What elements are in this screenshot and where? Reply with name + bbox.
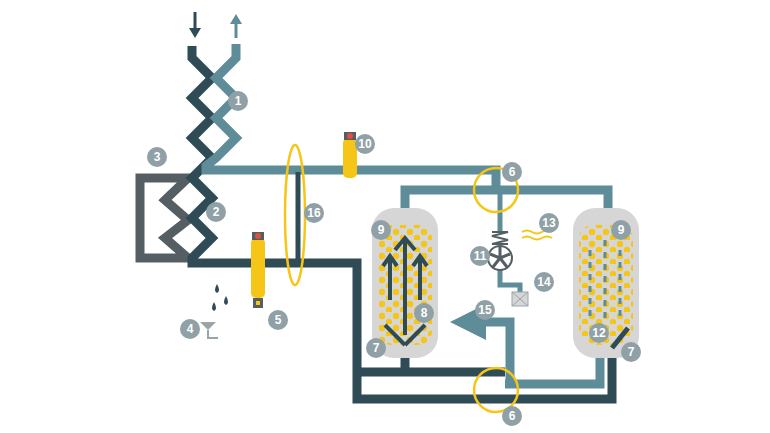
callout-number: 2 <box>206 202 226 222</box>
callout-circle <box>589 323 609 343</box>
callout-circle <box>414 303 434 323</box>
callout-circle <box>611 220 631 240</box>
callout-circle <box>470 246 490 266</box>
callout-circle <box>371 220 391 240</box>
callout-number: 15 <box>475 300 495 320</box>
callout-number: 13 <box>539 213 559 233</box>
callout-circle <box>366 338 386 358</box>
callout-circle <box>502 406 522 426</box>
callout-number: 3 <box>147 147 167 167</box>
callout-number: 4 <box>180 319 200 339</box>
callout-circle <box>304 203 324 223</box>
callout-number: 9 <box>371 220 391 240</box>
callout-circle <box>268 310 288 330</box>
callout-number: 12 <box>589 323 609 343</box>
callout-number: 1 <box>228 91 248 111</box>
callout-circle <box>539 213 559 233</box>
callout-number: 8 <box>414 303 434 323</box>
callout-number: 7 <box>366 338 386 358</box>
callout-circle <box>206 202 226 222</box>
callout-number: 16 <box>304 203 324 223</box>
callout-circle <box>228 91 248 111</box>
callout-circle <box>621 342 641 362</box>
callout-number: 6 <box>502 406 522 426</box>
callout-circle <box>147 147 167 167</box>
callout-number: 10 <box>355 134 375 154</box>
callout-number: 6 <box>502 162 522 182</box>
callout-circle <box>355 134 375 154</box>
callout-number: 11 <box>470 246 490 266</box>
callout-number: 5 <box>268 310 288 330</box>
callout-number: 9 <box>611 220 631 240</box>
callout-circle <box>180 319 200 339</box>
callout-circle <box>534 272 554 292</box>
callout-circle <box>475 300 495 320</box>
callout-number: 7 <box>621 342 641 362</box>
callout-number: 14 <box>534 272 554 292</box>
callout-circle <box>502 162 522 182</box>
